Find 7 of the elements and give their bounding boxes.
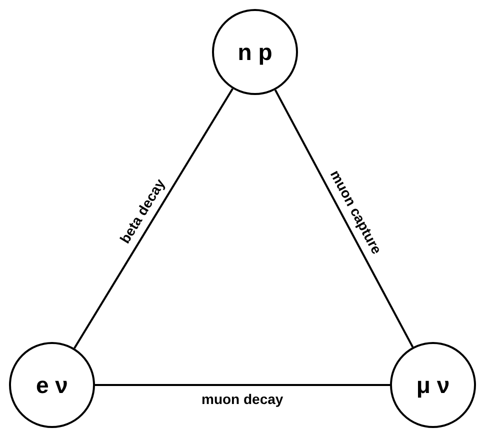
edge-label: muon decay [202, 391, 284, 407]
connector-line [74, 88, 234, 349]
particle-label: n p [238, 38, 272, 66]
connector-line [95, 384, 390, 386]
connector-line [274, 89, 414, 348]
particle-label: μ ν [416, 372, 450, 398]
particle-label: e ν [36, 372, 68, 398]
